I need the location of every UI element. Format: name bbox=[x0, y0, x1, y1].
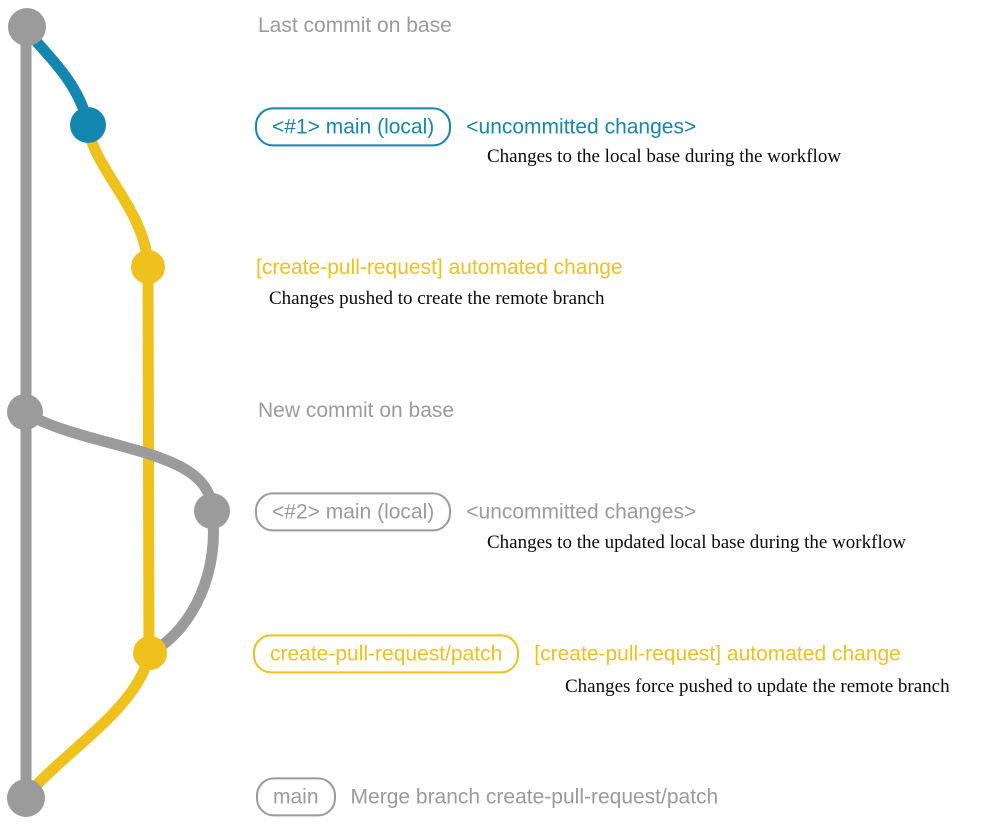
commit-message-automated-2: [create-pull-request] automated change bbox=[534, 642, 901, 665]
commit-message-uncommitted-1: <uncommitted changes> bbox=[466, 115, 697, 138]
commit-dot-uncommitted-1 bbox=[70, 107, 106, 143]
commit-dot-merge bbox=[7, 779, 45, 817]
description-uncommitted-1: Changes to the local base during the wor… bbox=[487, 146, 842, 167]
commit-dot-new-base bbox=[7, 394, 43, 430]
branch-badge-main-local-1: <#1> main (local) bbox=[255, 107, 452, 147]
uncommitted-row-1: <#1> main (local) <uncommitted changes> bbox=[255, 107, 697, 147]
description-automated-2: Changes force pushed to update the remot… bbox=[565, 676, 950, 697]
commit-dot-uncommitted-2 bbox=[194, 493, 230, 529]
commit-message-merge: Merge branch create-pull-request/patch bbox=[350, 785, 719, 808]
rebase-curve bbox=[149, 510, 219, 657]
new-commit-label: New commit on base bbox=[258, 399, 455, 422]
branch-badge-main-local-2: <#2> main (local) bbox=[255, 492, 452, 532]
uncommitted-branch-curve-1 bbox=[23, 28, 93, 122]
base-update-curve bbox=[22, 408, 218, 513]
uncommitted-row-2: <#2> main (local) <uncommitted changes> bbox=[255, 492, 697, 532]
branch-badge-main: main bbox=[256, 777, 336, 817]
branch-badge-patch: create-pull-request/patch bbox=[253, 634, 520, 674]
merge-curve bbox=[22, 650, 156, 799]
patch-branch-line bbox=[82, 125, 155, 652]
automated-change-row-2: create-pull-request/patch [create-pull-r… bbox=[253, 634, 901, 674]
commit-dot-automated-2 bbox=[133, 636, 167, 670]
commit-message-uncommitted-2: <uncommitted changes> bbox=[466, 500, 697, 523]
description-automated-1: Changes pushed to create the remote bran… bbox=[269, 288, 605, 309]
commit-dot-last-base bbox=[8, 8, 46, 46]
commit-message-automated-1: [create-pull-request] automated change bbox=[256, 256, 623, 279]
merge-row: main Merge branch create-pull-request/pa… bbox=[256, 777, 719, 817]
commit-dot-automated-1 bbox=[131, 250, 165, 284]
last-commit-label: Last commit on base bbox=[258, 14, 452, 37]
description-uncommitted-2: Changes to the updated local base during… bbox=[487, 532, 906, 553]
automated-change-row-1: [create-pull-request] automated change bbox=[256, 256, 623, 280]
